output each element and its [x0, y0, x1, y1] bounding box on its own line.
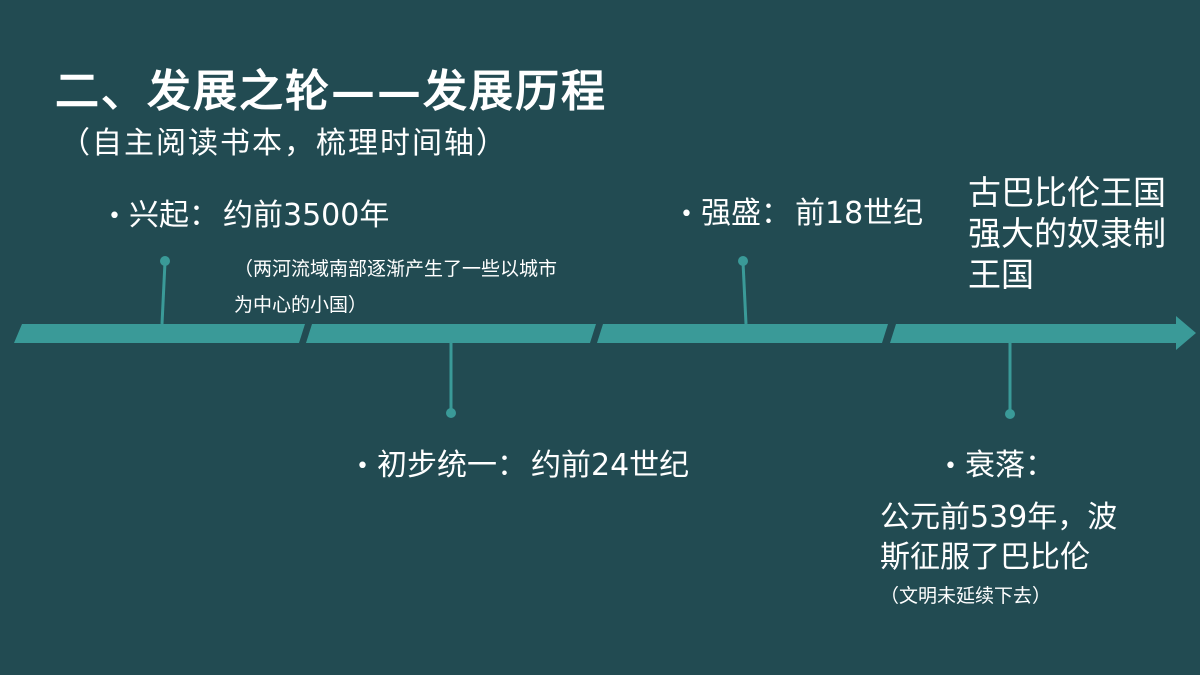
event-rise-date: 约前3500年: [222, 198, 390, 233]
event-decline: • 衰落：: [944, 448, 1055, 485]
page-title: 二、发展之轮——发展历程: [55, 66, 607, 117]
event-unification-label: 初步统一：: [376, 448, 527, 483]
bullet-icon: •: [944, 453, 957, 479]
pin-prosperity-line: [741, 261, 748, 325]
pin-rise-line: [160, 261, 167, 325]
timeline-segment-4: [890, 316, 1196, 350]
event-decline-line2: 斯征服了巴比伦: [880, 540, 1090, 575]
bullet-icon: •: [356, 453, 369, 479]
event-prosperity: • 强盛：前18世纪: [680, 196, 923, 233]
event-rise: • 兴起：约前3500年: [108, 198, 389, 235]
event-decline-note: （文明未延续下去）: [880, 585, 1052, 607]
pin-rise-dot: [160, 256, 170, 266]
pin-decline-dot: [1005, 409, 1015, 419]
event-decline-label: 衰落：: [964, 448, 1055, 483]
timeline-segment-3: [597, 324, 888, 343]
timeline-segment-2: [306, 324, 596, 343]
bullet-icon: •: [108, 203, 121, 229]
event-rise-note-line2: 为中心的小国）: [234, 294, 368, 316]
timeline-segment-1: [14, 324, 305, 343]
page-subtitle: （自主阅读书本，梳理时间轴）: [60, 126, 508, 161]
babylon-line1: 古巴比伦王国: [968, 173, 1166, 212]
pin-prosperity-dot: [738, 256, 748, 266]
event-prosperity-date: 前18世纪: [794, 196, 924, 231]
bullet-icon: •: [680, 201, 693, 227]
event-prosperity-label: 强盛：: [700, 196, 791, 231]
event-rise-note-line1: （两河流域南部逐渐产生了一些以城市: [234, 258, 558, 280]
event-unification: • 初步统一：约前24世纪: [356, 448, 689, 485]
babylon-line2: 强大的奴隶制: [968, 214, 1166, 253]
event-rise-label: 兴起：: [128, 198, 219, 233]
pin-unification-dot: [446, 408, 456, 418]
event-unification-date: 约前24世纪: [530, 448, 690, 483]
event-decline-line1: 公元前539年，波: [880, 500, 1118, 535]
babylon-line3: 王国: [968, 255, 1034, 294]
